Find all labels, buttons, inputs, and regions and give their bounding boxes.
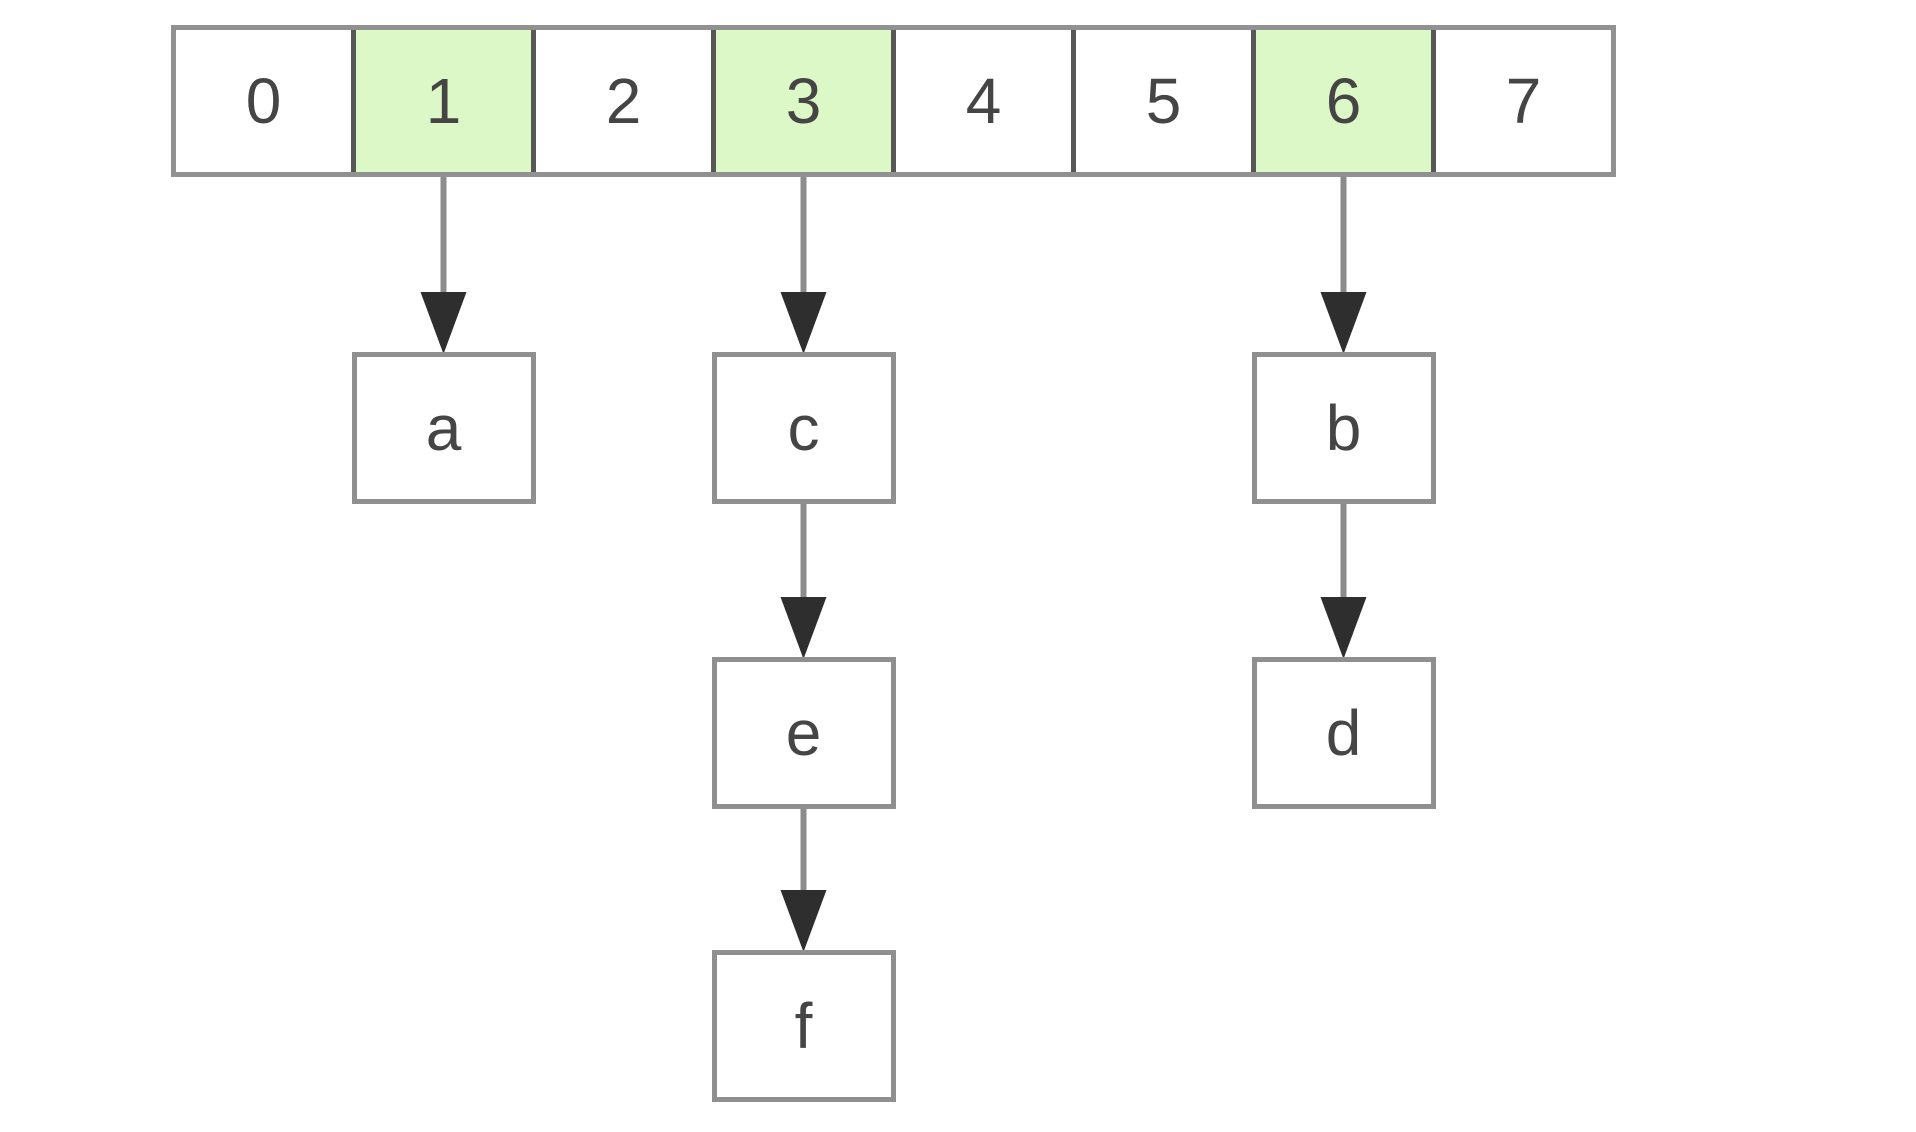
chain-node-e: e (711, 657, 896, 809)
array-cell-label: 3 (785, 65, 822, 137)
chain-node-a: a (351, 352, 536, 504)
array-cell-label: 5 (1145, 65, 1182, 137)
arrow (1320, 499, 1367, 659)
array-cell-label: 0 (245, 65, 282, 137)
array-cell-6: 6 (1256, 30, 1436, 172)
chain-node-label: d (1325, 697, 1362, 769)
arrow-head-icon (780, 597, 827, 659)
chain-node-label: c (787, 392, 820, 464)
chain-node-label: e (785, 697, 822, 769)
chain-node-c: c (711, 352, 896, 504)
arrow (420, 177, 467, 354)
chain-node-label: b (1325, 392, 1362, 464)
array-cell-label: 6 (1325, 65, 1362, 137)
array-cell-0: 0 (176, 30, 356, 172)
array-cell-4: 4 (896, 30, 1076, 172)
arrow-head-icon (1320, 597, 1367, 659)
chain-node-label: a (425, 392, 462, 464)
arrow-head-icon (780, 890, 827, 952)
array-cell-3: 3 (716, 30, 896, 172)
array-cell-1: 1 (356, 30, 536, 172)
array-cell-label: 7 (1505, 65, 1542, 137)
array-cell-2: 2 (536, 30, 716, 172)
array-cell-label: 1 (425, 65, 462, 137)
array-cell-5: 5 (1076, 30, 1256, 172)
array-cell-label: 4 (965, 65, 1002, 137)
arrow-head-icon (780, 292, 827, 354)
arrow (1320, 177, 1367, 354)
arrow-head-icon (1320, 292, 1367, 354)
chain-node-f: f (711, 950, 896, 1102)
arrow (780, 804, 827, 952)
chain-node-b: b (1251, 352, 1436, 504)
arrow-head-icon (420, 292, 467, 354)
array-cell-label: 2 (605, 65, 642, 137)
arrow (780, 177, 827, 354)
chain-node-label: f (794, 990, 813, 1062)
hash-array: 0 1 2 3 4 5 6 7 (171, 25, 1616, 177)
chain-node-d: d (1251, 657, 1436, 809)
arrow (780, 499, 827, 659)
array-cell-7: 7 (1436, 30, 1611, 172)
